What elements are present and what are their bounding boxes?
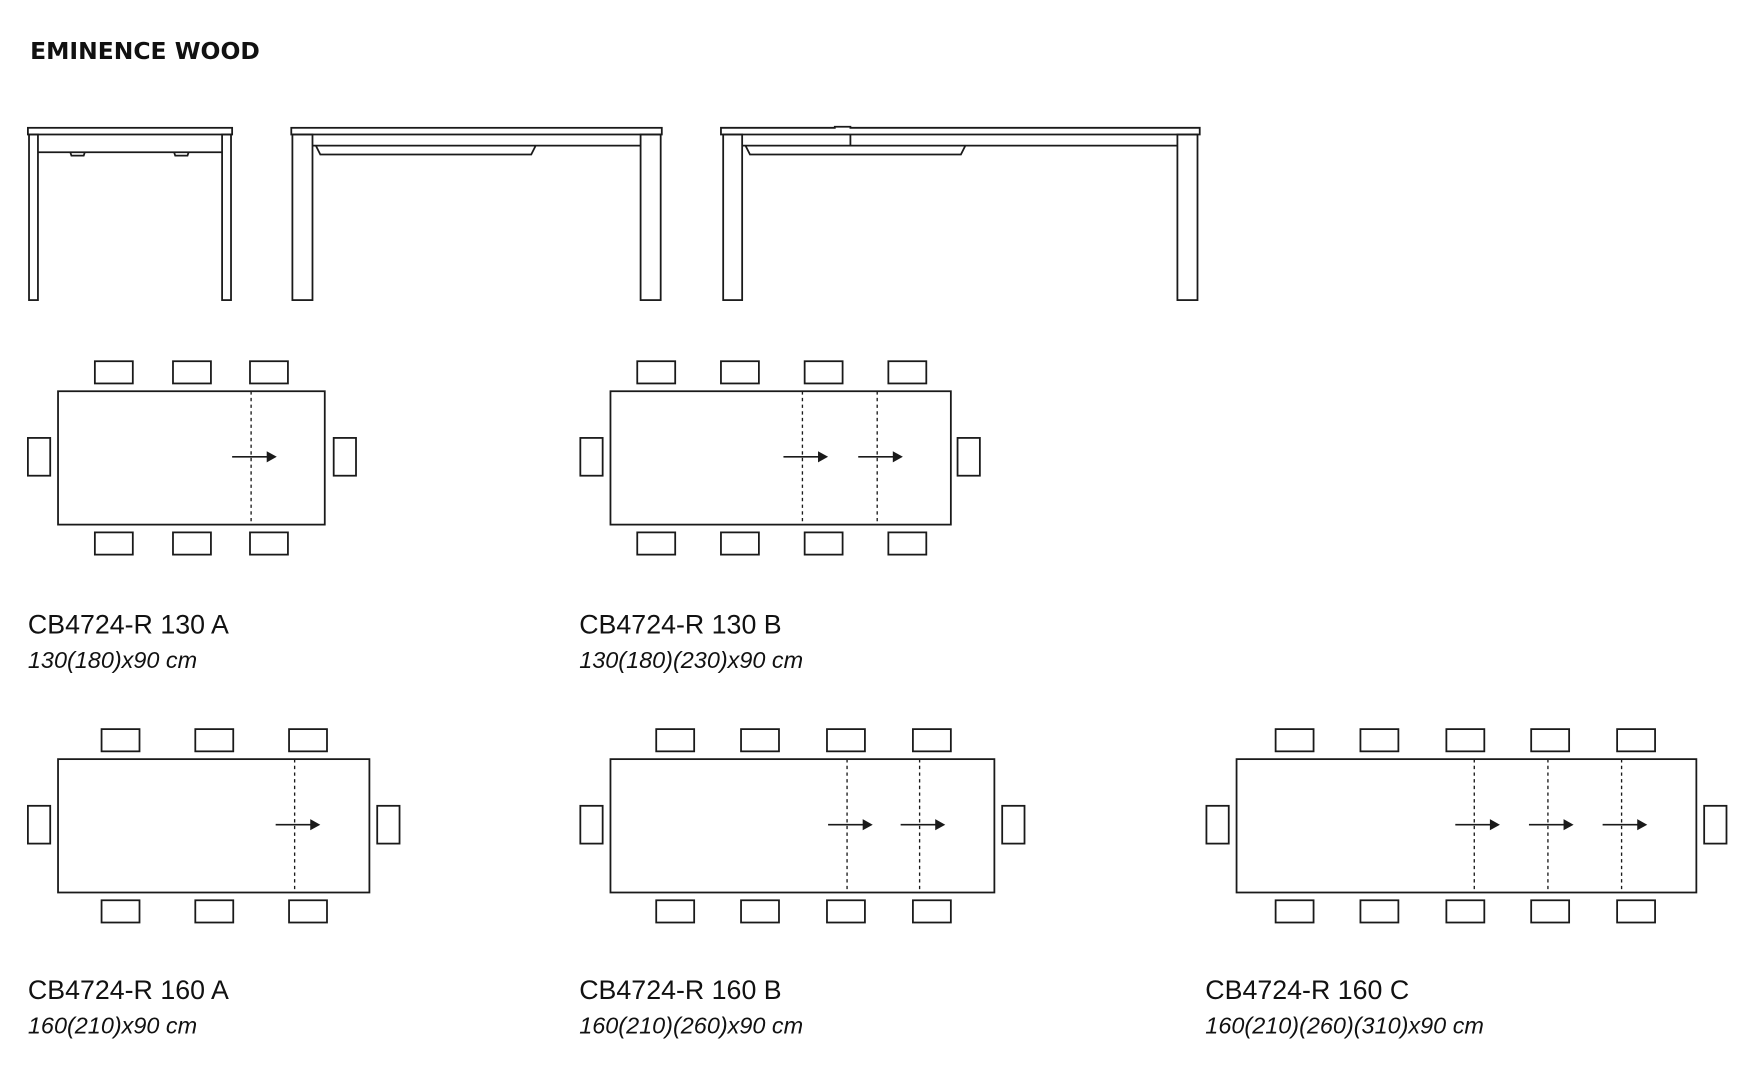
side-view-end <box>27 126 234 301</box>
chair <box>1530 899 1571 924</box>
arrow-head-icon <box>935 819 946 831</box>
chair <box>1359 728 1400 753</box>
chair <box>803 360 844 385</box>
chair <box>579 804 604 845</box>
chair <box>194 899 235 924</box>
arrow-head-icon <box>1563 819 1574 831</box>
chair <box>720 531 760 556</box>
arrow-head-icon <box>266 451 277 463</box>
chair <box>655 728 696 753</box>
arrow-head-icon <box>1489 819 1500 831</box>
plan-cb4724-r-130-a: CB4724-R 130 A 130(180)x90 cm <box>27 360 357 673</box>
chair <box>887 360 928 385</box>
chair <box>93 360 134 385</box>
chair <box>27 804 52 845</box>
chair <box>579 437 604 477</box>
chair <box>636 360 677 385</box>
chair <box>1445 728 1486 753</box>
chair <box>740 899 780 924</box>
chair <box>100 899 141 924</box>
side-view-extended <box>720 125 1201 301</box>
chair <box>1530 728 1571 753</box>
chair <box>1616 899 1656 924</box>
model-code: CB4724-R 130 B <box>579 610 781 640</box>
chair <box>912 728 952 753</box>
chair <box>1703 804 1728 845</box>
chair <box>1274 728 1315 753</box>
table-top <box>1235 758 1698 894</box>
dimensions: 130(180)x90 cm <box>28 647 197 673</box>
chair <box>636 531 677 556</box>
chair <box>1274 899 1315 924</box>
chair <box>826 899 866 924</box>
dimensions: 160(210)(260)x90 cm <box>579 1013 803 1039</box>
arrow-head-icon <box>818 451 829 463</box>
arrow-head-icon <box>1637 819 1648 831</box>
chair <box>1001 804 1026 845</box>
arrow-head-icon <box>862 819 873 831</box>
chair <box>332 437 357 477</box>
chair <box>93 531 134 556</box>
chair <box>956 437 981 477</box>
model-code: CB4724-R 160 B <box>579 975 781 1005</box>
chair <box>249 360 289 385</box>
chair <box>249 531 289 556</box>
table-top <box>609 390 952 526</box>
dimensions: 160(210)(260)(310)x90 cm <box>1205 1013 1484 1039</box>
table-top <box>57 758 371 894</box>
chair <box>826 728 866 753</box>
chair <box>912 899 952 924</box>
chair <box>1616 728 1656 753</box>
chair <box>655 899 696 924</box>
model-code: CB4724-R 160 A <box>28 975 229 1005</box>
arrow-head-icon <box>310 819 321 831</box>
chair <box>288 728 328 753</box>
chair <box>1205 804 1230 845</box>
chair <box>803 531 844 556</box>
chair <box>288 899 328 924</box>
plan-cb4724-r-160-c: CB4724-R 160 C 160(210)(260)(310)x90 cm <box>1205 728 1728 1039</box>
chair <box>27 437 52 477</box>
chair <box>194 728 235 753</box>
side-view-closed <box>290 126 663 301</box>
chair <box>1359 899 1400 924</box>
plan-cb4724-r-160-b: CB4724-R 160 B 160(210)(260)x90 cm <box>579 728 1026 1039</box>
chair <box>720 360 760 385</box>
chair <box>172 531 212 556</box>
arrow-head-icon <box>892 451 903 463</box>
table-top <box>609 758 996 894</box>
dimensions: 130(180)(230)x90 cm <box>579 647 803 673</box>
dimensions: 160(210)x90 cm <box>28 1013 197 1039</box>
chair <box>1445 899 1486 924</box>
model-code: CB4724-R 160 C <box>1205 975 1409 1005</box>
table-top <box>57 390 326 526</box>
chair <box>172 360 212 385</box>
plan-cb4724-r-160-a: CB4724-R 160 A 160(210)x90 cm <box>27 728 401 1039</box>
plan-cb4724-r-130-b: CB4724-R 130 B 130(180)(230)x90 cm <box>579 360 981 673</box>
chair <box>100 728 141 753</box>
chair <box>887 531 928 556</box>
chair <box>740 728 780 753</box>
page-title: EMINENCE WOOD <box>30 37 260 65</box>
chair <box>376 804 401 845</box>
model-code: CB4724-R 130 A <box>28 610 229 640</box>
